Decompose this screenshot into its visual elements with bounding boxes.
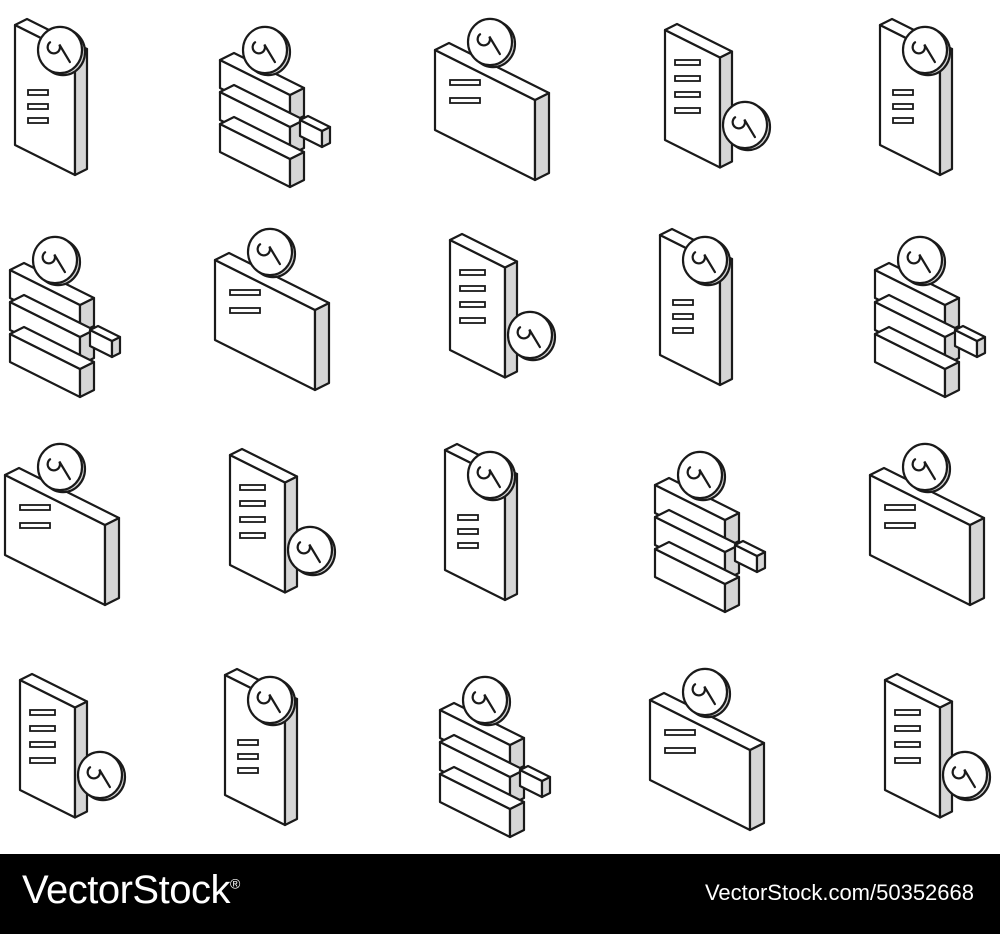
data-transfer-repair-icon [228, 447, 337, 594]
bitcoin-wallet-repair-icon [433, 17, 551, 182]
video-file-repair-icon [868, 442, 986, 607]
hard-disk-repair-icon [13, 17, 89, 177]
support-specialist-repair-icon [648, 667, 766, 832]
office-search-repair-icon [223, 667, 299, 827]
network-search-repair-icon [3, 442, 121, 607]
image-id: VectorStock.com/50352668 [704, 880, 974, 905]
raid-array-repair-icon [448, 232, 557, 379]
storage-tower-repair-icon [443, 442, 519, 602]
spreadsheet-repair-icon [878, 17, 954, 177]
server-rack-repair-icon [218, 25, 332, 189]
binary-document-repair-icon [663, 22, 772, 169]
registered-mark: ® [229, 875, 240, 892]
usb-flash-drive-repair-icon [658, 227, 734, 387]
smartphone-binary-repair-icon [8, 235, 122, 399]
icon-grid [3, 17, 992, 839]
trash-bin-repair-icon [883, 672, 992, 819]
brand-logo[interactable]: VectorStock® [22, 868, 240, 913]
ssd-card-repair-icon [873, 235, 987, 399]
file-recovery-arrows-icon [653, 450, 767, 614]
server-gear-repair-icon [213, 227, 331, 392]
disk-drive-repair-icon [18, 672, 127, 819]
footer-bar: VectorStock® VectorStock.com/50352668 [0, 854, 1000, 934]
brand-name: VectorStock [22, 868, 230, 912]
phone-comparison-repair-icon [438, 675, 552, 839]
